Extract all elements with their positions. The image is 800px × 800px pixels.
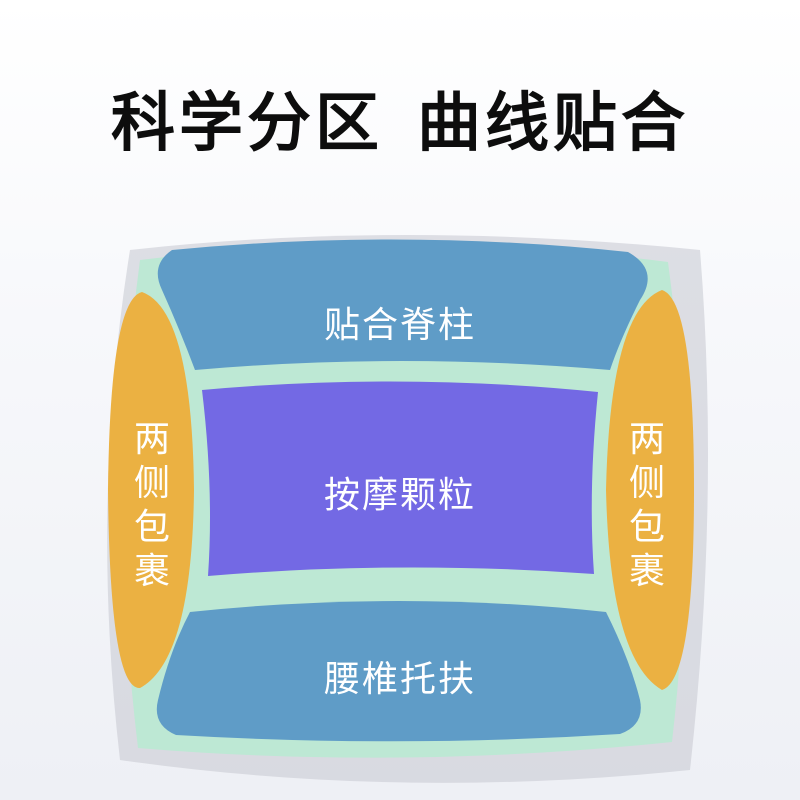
right-side-zone-shape (606, 290, 694, 690)
zone-label-bottom: 腰椎托扶 (323, 659, 476, 700)
page-headline: 科学分区曲线贴合 (0, 72, 800, 164)
left-side-zone-shape (108, 292, 194, 689)
headline-part-1: 科学分区 (111, 87, 383, 161)
headline-part-2: 曲线贴合 (417, 87, 689, 161)
zone-label-right: 两侧包裹 (628, 419, 665, 592)
zone-label-left: 两侧包裹 (133, 419, 170, 592)
zone-label-top: 贴合脊柱 (323, 305, 476, 346)
zone-label-center: 按摩颗粒 (323, 475, 476, 516)
top-zone-shape (157, 239, 648, 370)
center-zone-shape (202, 381, 598, 576)
bottom-zone-shape (156, 601, 641, 742)
